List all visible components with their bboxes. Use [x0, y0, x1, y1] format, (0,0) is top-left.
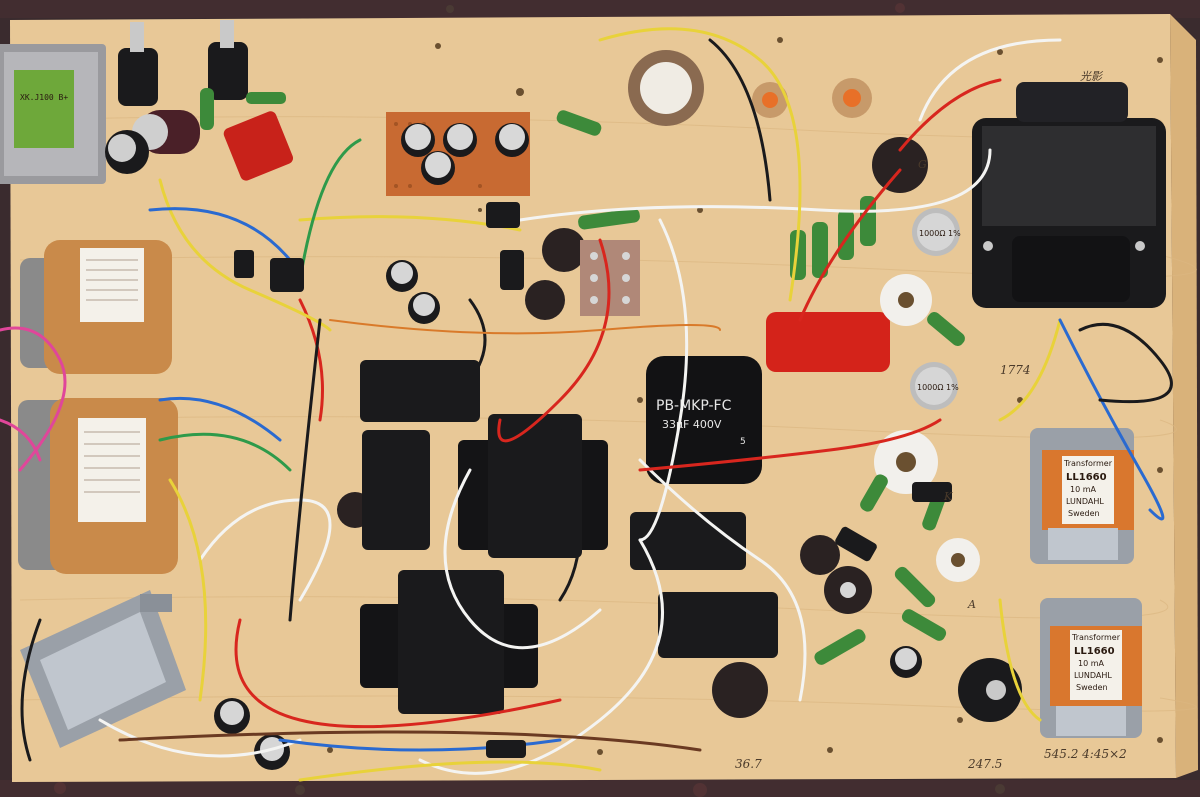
resistor-label-2: 1000Ω 1% — [917, 383, 959, 392]
lundahl-bottom-current: 10 mA — [1078, 659, 1105, 668]
red-film-capacitor — [223, 111, 294, 181]
note-mark-g: G — [918, 158, 927, 171]
perfboard-cap-bank — [386, 112, 530, 196]
note-bottom-left: 36.7 — [735, 757, 762, 771]
note-mark-k: K — [943, 490, 953, 503]
film-cap-label-2: 33µF 400V — [662, 418, 722, 431]
plywood-chassis — [10, 14, 1176, 782]
small-electrolytics — [214, 260, 922, 770]
black-choke-lower — [360, 570, 538, 714]
potentiometers-top — [118, 20, 248, 106]
lundahl-bottom-maker: LUNDAHL — [1074, 671, 1112, 680]
lundahl-bottom-brand: Transformer — [1071, 633, 1121, 642]
terminal-block — [580, 240, 640, 316]
electrolytic-caps-left — [105, 110, 200, 174]
grey-transformer-bottom-left — [20, 590, 186, 748]
copper-transformer-upper — [20, 240, 172, 374]
black-choke-upper — [360, 360, 480, 550]
lundahl-bottom-country: Sweden — [1076, 683, 1108, 692]
copper-transformer-lower — [18, 398, 178, 574]
heat-shrink — [234, 202, 952, 758]
note-mid-right: 1774 — [1000, 363, 1031, 377]
resistor-label: 1000Ω 1% — [919, 229, 961, 238]
small-xfmr-label: XK.J100 B+ — [20, 93, 68, 102]
film-cap-label-3: 5 — [740, 437, 746, 447]
red-film-capacitor-middle — [766, 312, 890, 372]
lundahl-top-country: Sweden — [1068, 509, 1100, 518]
small-transformer-top-left: XK.J100 B+ — [0, 44, 106, 184]
note-bottom-right: 545.2 4:45×2 — [1044, 747, 1127, 761]
lundahl-top-maker: LUNDAHL — [1066, 497, 1104, 506]
potentiometer-bottom-right — [824, 566, 1022, 722]
lundahl-top-brand: Transformer — [1063, 459, 1113, 468]
wiring-harness — [0, 27, 1173, 782]
round-resistors: 1000Ω 1% 1000Ω 1% — [910, 208, 961, 410]
lundahl-top-model: LL1660 — [1066, 472, 1107, 483]
lundahl-transformer-upper: Transformer LL1660 10 mA LUNDAHL Sweden — [1030, 428, 1134, 564]
plywood-edge — [1170, 14, 1198, 778]
note-top-right: 光影 — [1080, 70, 1104, 83]
output-transformer-black — [972, 82, 1166, 308]
note-mark-a: A — [967, 598, 976, 611]
stepped-attenuator — [628, 50, 872, 126]
lundahl-bottom-model: LL1660 — [1074, 646, 1115, 657]
note-bottom-mid: 247.5 — [967, 757, 1002, 771]
film-cap-label-1: PB-MKP-FC — [656, 398, 732, 414]
lundahl-transformer-lower: Transformer LL1660 10 mA LUNDAHL Sweden — [1040, 598, 1142, 738]
black-choke-right — [630, 512, 778, 658]
lundahl-top-current: 10 mA — [1070, 485, 1097, 494]
handwritten-notes: 36.7 247.5 545.2 4:45×2 1774 光影 A K G — [735, 70, 1127, 771]
green-resistors — [200, 88, 965, 665]
ceramic-tube-sockets — [874, 274, 980, 582]
screw-holes — [327, 37, 1163, 755]
